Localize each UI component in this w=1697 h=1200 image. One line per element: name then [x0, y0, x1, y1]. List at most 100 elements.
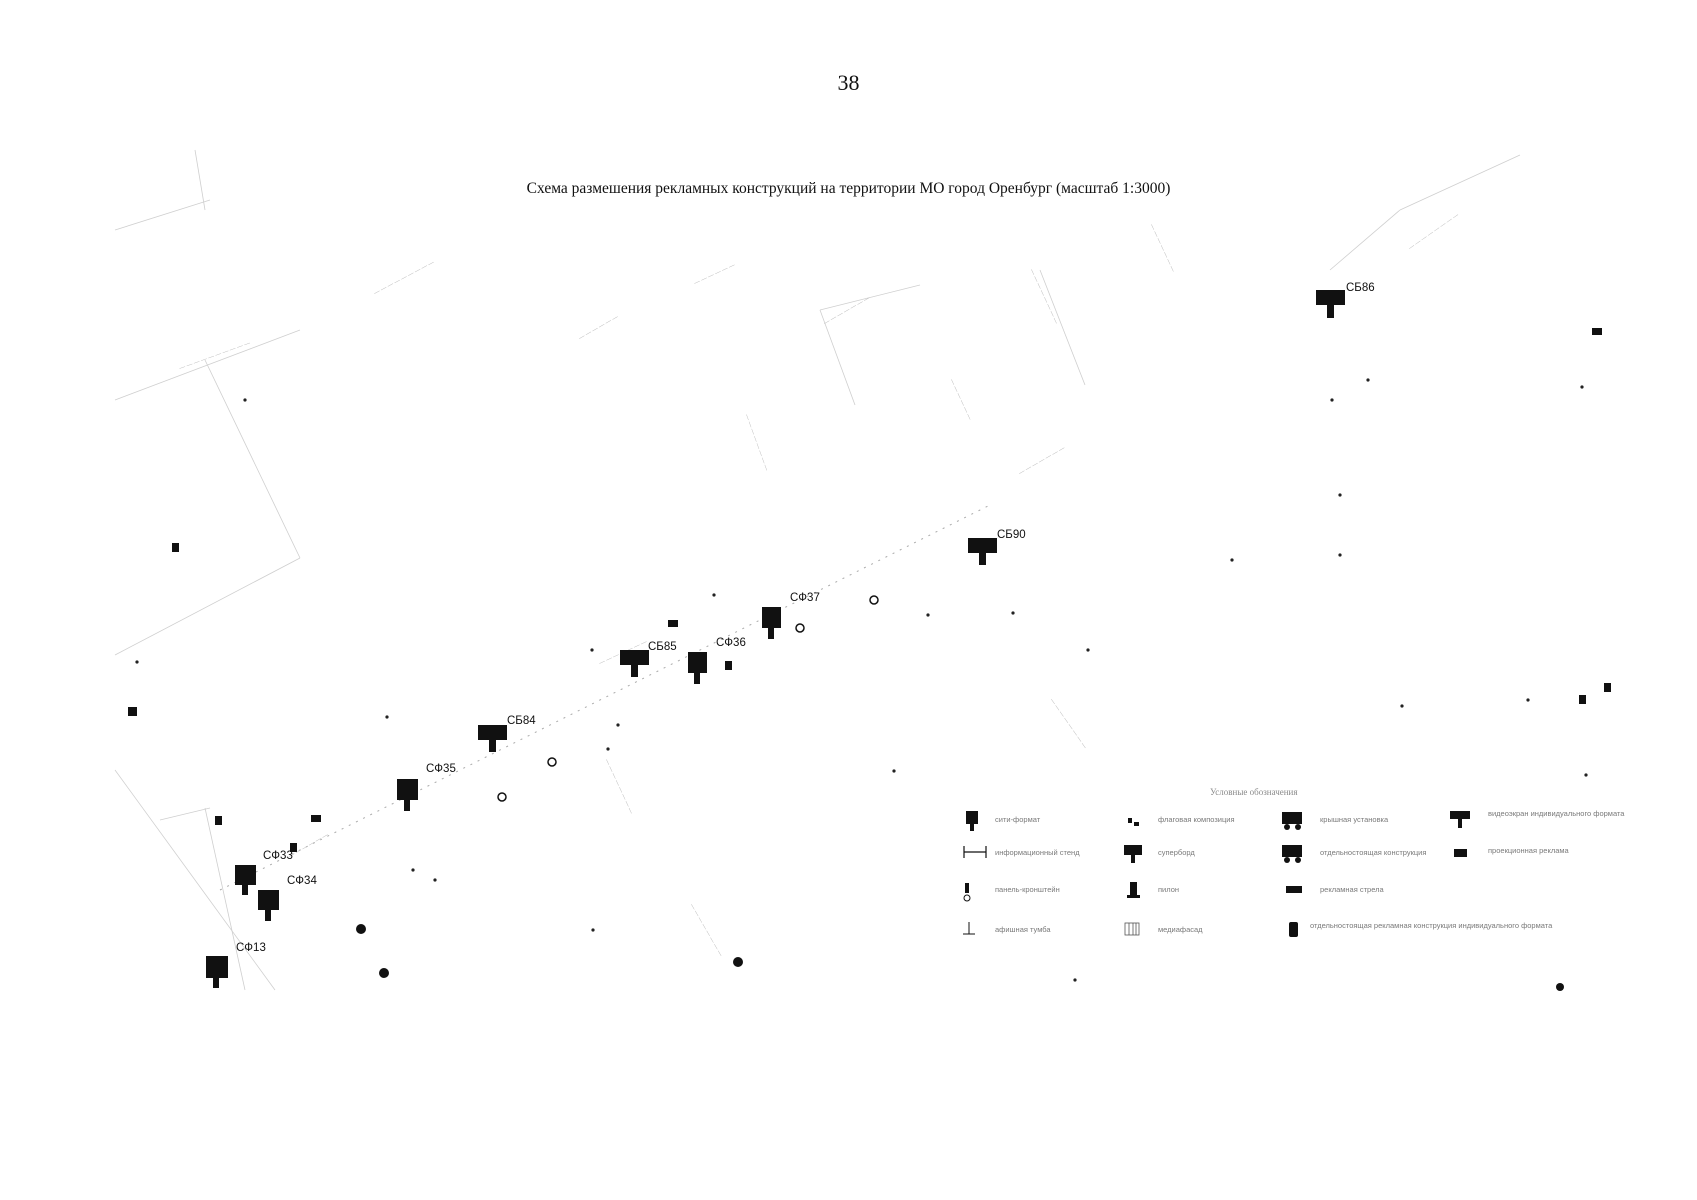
billboard-marker[interactable]: СБ90 — [968, 529, 1026, 565]
svg-text:— — — — — —: — — — — — — — [578, 314, 619, 341]
svg-text:— — — — — — — —: — — — — — — — — — [603, 758, 634, 815]
marker-label: СБ90 — [997, 529, 1026, 541]
svg-text:— — — — — —: — — — — — — — [948, 378, 972, 421]
flag-composition-icon — [1128, 818, 1139, 826]
legend-item: флаговая композиция — [1128, 815, 1235, 826]
marker-label: СФ36 — [716, 637, 746, 649]
envelope-icon — [311, 815, 321, 822]
city-format-marker[interactable]: СФ34 — [258, 875, 317, 921]
svg-text:— — — — — — — —: — — — — — — — — — [743, 414, 769, 472]
svg-text:— — — — — —: — — — — — — — [693, 263, 736, 287]
lock-icon — [733, 957, 743, 967]
billboard-marker[interactable]: СБ86 — [1316, 282, 1375, 318]
legend-item: суперборд — [1124, 845, 1195, 863]
svg-text:— — — — — — — —: — — — — — — — — — [1408, 212, 1460, 251]
page-number: 38 — [837, 70, 860, 95]
legend-item: сити-формат — [966, 811, 1041, 831]
city-format-marker[interactable]: СФ33 — [235, 850, 293, 895]
lock-icon — [1556, 983, 1564, 991]
pin-icon — [1579, 695, 1586, 704]
marker-label: СБ85 — [648, 641, 677, 653]
svg-text:— — — — — — —: — — — — — — — — [1018, 446, 1066, 477]
svg-text:панель-кронштейн: панель-кронштейн — [995, 885, 1060, 894]
legend-item: медиафасад — [1124, 922, 1203, 936]
street-lines — [114, 149, 1521, 991]
poi-dots — [135, 378, 1588, 982]
small-symbols — [128, 328, 1611, 991]
lock-icon — [356, 924, 366, 934]
marker-label: СФ34 — [287, 875, 317, 887]
legend-item: пилон — [1127, 882, 1179, 898]
legend-item: рекламная стрела — [1286, 885, 1385, 894]
svg-text:афишная тумба: афишная тумба — [995, 925, 1051, 934]
individual-format-icon — [1289, 922, 1298, 937]
marker-label: СБ84 — [507, 715, 536, 727]
city-format-icon — [966, 811, 978, 831]
info-stand-icon — [963, 846, 987, 858]
city-format-marker[interactable]: СФ37 — [762, 592, 820, 639]
legend: Условные обозначения сити-формат флагова… — [963, 787, 1625, 937]
ring-icon — [497, 792, 507, 802]
pin-icon — [215, 816, 222, 825]
marker-label: СФ33 — [263, 850, 293, 862]
ring-icon — [869, 595, 879, 605]
media-facade-icon — [1124, 922, 1140, 936]
city-format-marker[interactable]: СФ35 — [397, 763, 456, 811]
svg-text:отдельностоящая конструкция: отдельностоящая конструкция — [1320, 848, 1426, 857]
poster-column-icon — [963, 922, 975, 935]
legend-item: панель-кронштейн — [963, 883, 1060, 902]
ring-icon — [795, 623, 805, 633]
legend-item: отдельностоящая рекламная конструкция ин… — [1289, 921, 1553, 937]
marker-label: СБ86 — [1346, 282, 1375, 294]
svg-text:пилон: пилон — [1158, 885, 1179, 894]
svg-text:медиафасад: медиафасад — [1158, 925, 1203, 934]
marker-label: СФ37 — [790, 592, 820, 604]
street-labels: — — — — — — — — — — — — — — — — — — — — … — [179, 212, 1460, 957]
lock-icon — [379, 968, 389, 978]
svg-text:— — — — — — —: — — — — — — — — [823, 296, 871, 327]
video-screen-icon — [1450, 811, 1470, 828]
svg-text:информационный стенд: информационный стенд — [995, 848, 1080, 857]
marker-label: СФ13 — [236, 942, 266, 954]
marker-label: СФ35 — [426, 763, 456, 775]
svg-text:сити-формат: сити-формат — [995, 815, 1041, 824]
pin-icon — [290, 843, 297, 852]
pin-icon — [1604, 683, 1611, 692]
envelope-icon — [668, 620, 678, 627]
legend-item: информационный стенд — [963, 846, 1080, 858]
svg-text:— — — — — — — — — —: — — — — — — — — — — — [179, 341, 252, 372]
main-road — [219, 504, 991, 891]
svg-text:проекционная реклама: проекционная реклама — [1488, 846, 1570, 855]
svg-text:— — — — — — — —: — — — — — — — — — [688, 903, 723, 958]
legend-item: видеоэкран индивидуального формата — [1450, 809, 1625, 828]
pin-icon — [725, 661, 732, 670]
projection-ad-icon — [1454, 849, 1467, 857]
billboard-marker[interactable]: СБ84 — [478, 715, 536, 752]
bracket-panel-icon — [963, 883, 971, 902]
city-format-marker[interactable]: СФ13 — [206, 942, 266, 988]
ring-icon — [547, 757, 557, 767]
svg-text:видеоэкран индивидуального фор: видеоэкран индивидуального формата — [1488, 809, 1625, 818]
map-title: Схема размешения рекламных конструкций н… — [526, 180, 1171, 197]
svg-text:— — — — — — — — —: — — — — — — — — — — [373, 260, 435, 297]
svg-text:крышная установка: крышная установка — [1320, 815, 1389, 824]
legend-title: Условные обозначения — [1210, 787, 1298, 797]
svg-text:флаговая композиция: флаговая композиция — [1158, 815, 1235, 824]
roof-installation-icon — [1282, 812, 1302, 830]
envelope-icon — [1592, 328, 1602, 335]
legend-item: крышная установка — [1282, 812, 1389, 830]
svg-text:отдельностоящая рекламная конс: отдельностоящая рекламная конструкция ин… — [1310, 921, 1553, 930]
legend-item: проекционная реклама — [1454, 846, 1570, 857]
svg-text:рекламная стрела: рекламная стрела — [1320, 885, 1385, 894]
legend-item: отдельностоящая конструкция — [1282, 845, 1426, 863]
svg-text:суперборд: суперборд — [1158, 848, 1195, 857]
ad-arrow-icon — [1286, 886, 1302, 893]
svg-text:— — — — — — —: — — — — — — — — [1148, 223, 1175, 273]
city-format-marker[interactable]: СФ36 — [688, 637, 746, 684]
legend-item: афишная тумба — [963, 922, 1051, 935]
pylon-icon — [1127, 882, 1140, 898]
superboard-icon — [1124, 845, 1142, 863]
billboard-marker[interactable]: СБ85 — [620, 641, 677, 677]
standalone-construction-icon — [1282, 845, 1302, 863]
